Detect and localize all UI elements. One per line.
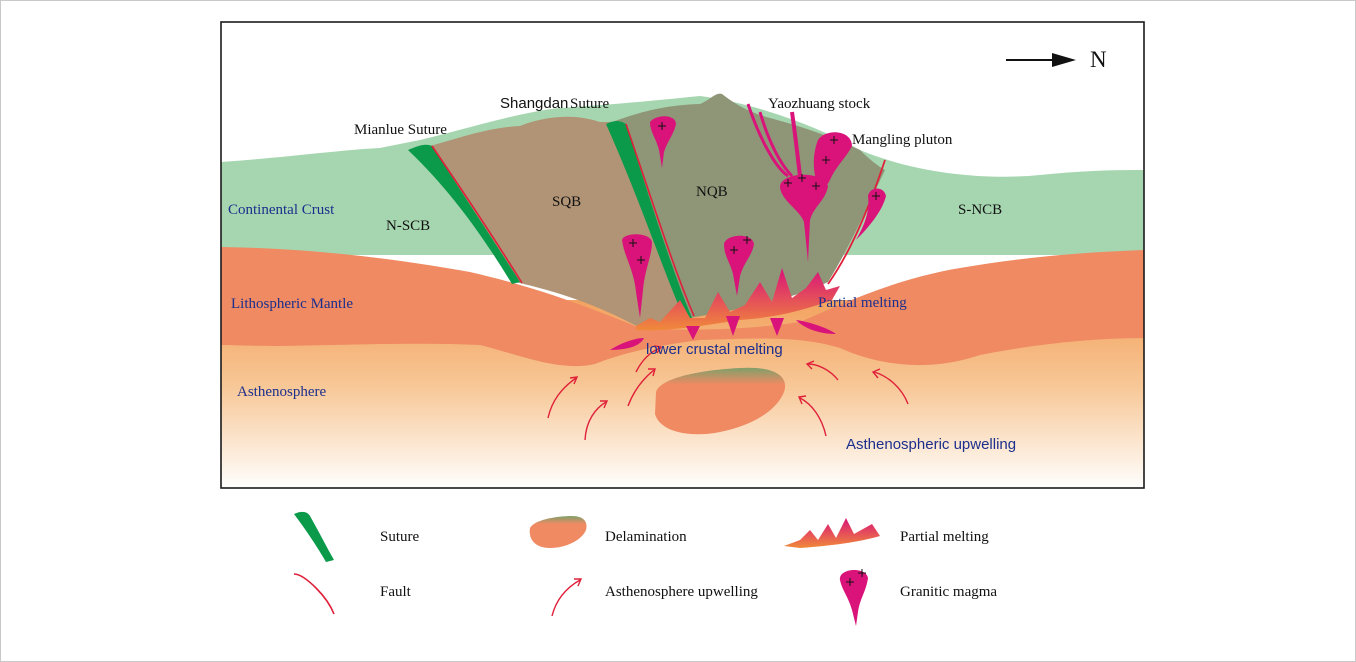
legend-partial-melting-label: Partial melting xyxy=(900,529,989,545)
nqb-label: NQB xyxy=(696,184,728,200)
legend-suture-label: Suture xyxy=(380,529,420,545)
legend-upwelling-label: Asthenosphere upwelling xyxy=(605,584,758,600)
legend-fault-icon xyxy=(294,574,334,614)
lower-crustal-melting-label: lower crustal melting xyxy=(646,341,783,358)
asthenospheric-upwelling-label: Asthenospheric upwelling xyxy=(846,436,1016,453)
mianlue-label: Mianlue Suture xyxy=(354,122,447,138)
continental-crust-label: Continental Crust xyxy=(228,202,335,218)
north-arrow-icon xyxy=(1006,53,1076,67)
asthenosphere-label: Asthenosphere xyxy=(237,384,326,400)
shangdan-label-bold: Shangdan xyxy=(500,95,568,112)
legend-delamination-icon xyxy=(530,516,587,548)
legend-upwelling-icon xyxy=(552,579,581,616)
legend-granitic-magma-label: Granitic magma xyxy=(900,584,997,600)
lithospheric-mantle-label: Lithospheric Mantle xyxy=(231,296,353,312)
legend-suture-icon xyxy=(294,512,334,562)
sqb-label: SQB xyxy=(552,194,581,210)
north-label: N xyxy=(1090,47,1107,72)
legend-partial-melting-icon xyxy=(784,518,880,548)
yaozhuang-label: Yaozhuang stock xyxy=(768,96,871,112)
legend-granitic-magma-icon xyxy=(840,570,868,626)
legend-fault-label: Fault xyxy=(380,584,412,600)
legend: Suture Fault Delamination Asthenosphere … xyxy=(294,512,997,626)
mangling-label: Mangling pluton xyxy=(852,132,953,148)
legend-delamination-label: Delamination xyxy=(605,529,687,545)
nscb-label: N-SCB xyxy=(386,218,430,234)
sncb-label: S-NCB xyxy=(958,202,1002,218)
shangdan-label-rest: Suture xyxy=(570,96,610,112)
partial-melting-label: Partial melting xyxy=(818,295,907,311)
